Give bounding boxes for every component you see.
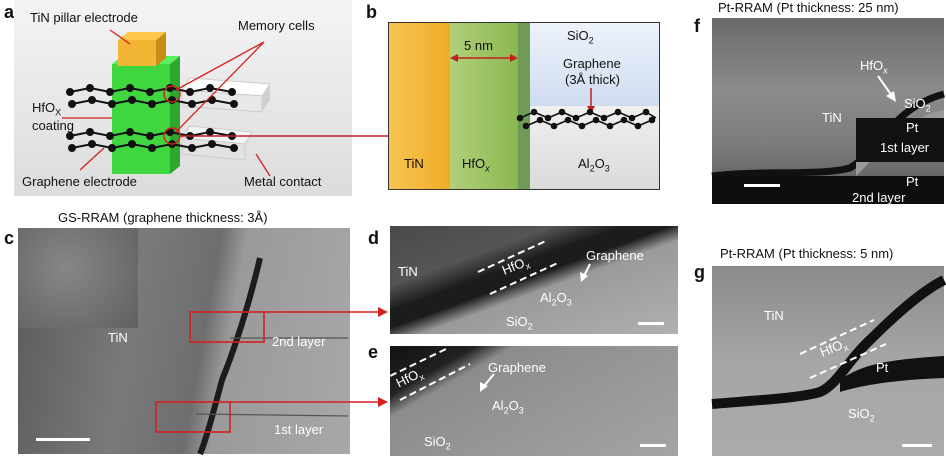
hfox-boundary-upper-g — [799, 319, 875, 355]
label-pt2-f: Pt — [906, 174, 919, 189]
panel-b-frame — [388, 22, 660, 190]
hfox-arrow-f — [877, 75, 893, 97]
label-al2o3-b: Al2O3 — [578, 156, 610, 174]
label-sio2-e: SiO2 — [424, 434, 451, 452]
label-sio2-d: SiO2 — [506, 314, 533, 332]
pt-layer-g — [840, 356, 944, 392]
label-tin-c: TiN — [108, 330, 128, 345]
zoom-box-d — [189, 311, 265, 343]
label-pt-g: Pt — [876, 360, 889, 375]
tem-image-e — [390, 346, 678, 456]
label-metal-contact: Metal contact — [244, 174, 322, 189]
tem-image-d — [390, 226, 678, 334]
tin-layer — [388, 22, 450, 190]
label-graphene-d: Graphene — [586, 248, 644, 263]
metal-contact-side — [262, 84, 270, 112]
hfox-interface-c — [197, 257, 263, 456]
panel-letter-b: b — [366, 2, 377, 22]
label-hfox-f: HfOx — [860, 58, 888, 76]
scale-bar-g — [902, 444, 932, 447]
label-graphene-e: Graphene — [488, 360, 546, 375]
pt-second-layer — [712, 176, 944, 204]
label-memory-cells: Memory cells — [238, 18, 315, 33]
label-sio2-f: SiO2 — [904, 96, 931, 114]
tem-image-c — [18, 228, 350, 454]
graphene-layer-b — [516, 108, 657, 130]
scale-bar-c — [36, 438, 90, 441]
label-tin-g: TiN — [764, 308, 784, 323]
hfox-boundary-lower-d — [489, 261, 561, 295]
graphene-arrow-d — [583, 263, 591, 277]
label-hfox-b: HfOx — [462, 156, 490, 174]
label-tin-f: TiN — [822, 110, 842, 125]
hfox-layer-g — [711, 275, 946, 409]
label-sio2-g: SiO2 — [848, 406, 875, 424]
metal-pointer — [255, 153, 271, 177]
label-sio2-b: SiO2 — [567, 28, 594, 46]
hfox-boundary-lower-g — [809, 343, 887, 379]
tin-cap-front — [118, 40, 156, 66]
panel-c-title: GS-RRAM (graphene thickness: 3Å) — [58, 210, 268, 225]
panel-letter-d: d — [368, 228, 379, 248]
label-graphene-b: Graphene — [563, 56, 621, 71]
panel-f-title: Pt-RRAM (Pt thickness: 25 nm) — [718, 0, 899, 15]
pt-first-layer — [856, 118, 944, 162]
label-tin-b: TiN — [404, 156, 424, 171]
texture-region — [18, 228, 138, 328]
label-pt1-f: Pt — [906, 120, 919, 135]
hfox-boundary-lower-e — [399, 363, 471, 401]
panel-letter-c: c — [4, 228, 15, 248]
label-al2o3-e: Al2O3 — [492, 398, 524, 416]
label-3a-thick: (3Å thick) — [565, 72, 620, 87]
panel-letter-f: f — [694, 16, 700, 36]
hfox-boundary-upper-d — [477, 239, 549, 273]
scale-bar-f — [744, 184, 780, 187]
memory-pointer-2 — [175, 41, 265, 133]
label-5nm: 5 nm — [464, 38, 493, 53]
hfox-layer — [450, 22, 518, 190]
panel-g-title: Pt-RRAM (Pt thickness: 5 nm) — [720, 246, 894, 261]
first-layer-line — [195, 413, 349, 417]
memory-pointer-1 — [175, 41, 265, 91]
metal-contact-2-front — [181, 137, 246, 161]
panel-letter-g: g — [694, 262, 705, 282]
panel-letter-a: a — [4, 2, 15, 22]
scale-bar-d — [638, 322, 664, 325]
label-2nd-layer-c: 2nd layer — [272, 334, 326, 349]
label-1st-layer-f: 1st layer — [880, 140, 930, 155]
label-tin-d: TiN — [398, 264, 418, 279]
label-2nd-layer-f: 2nd layer — [852, 190, 906, 205]
scale-bar-e — [640, 444, 666, 447]
graphene-arrow-e — [483, 373, 495, 387]
sio2-layer — [530, 22, 660, 106]
panel-letter-e: e — [368, 342, 379, 362]
label-graphene-electrode: Graphene electrode — [22, 174, 137, 189]
memory-cell-circle-1 — [163, 85, 181, 103]
hfox-layer-f — [711, 90, 945, 180]
label-1st-layer-c: 1st layer — [274, 422, 324, 437]
zoom-box-e — [155, 401, 231, 433]
label-tin-pillar: TiN pillar electrode — [30, 10, 138, 25]
pillar-front — [112, 64, 170, 174]
label-al2o3-d: Al2O3 — [540, 290, 572, 308]
pillar-pointer — [109, 29, 131, 45]
graphene-pointer — [79, 147, 105, 171]
tin-cap-side — [156, 32, 166, 66]
interface-layer — [518, 22, 530, 190]
tin-cap-top — [118, 32, 166, 40]
